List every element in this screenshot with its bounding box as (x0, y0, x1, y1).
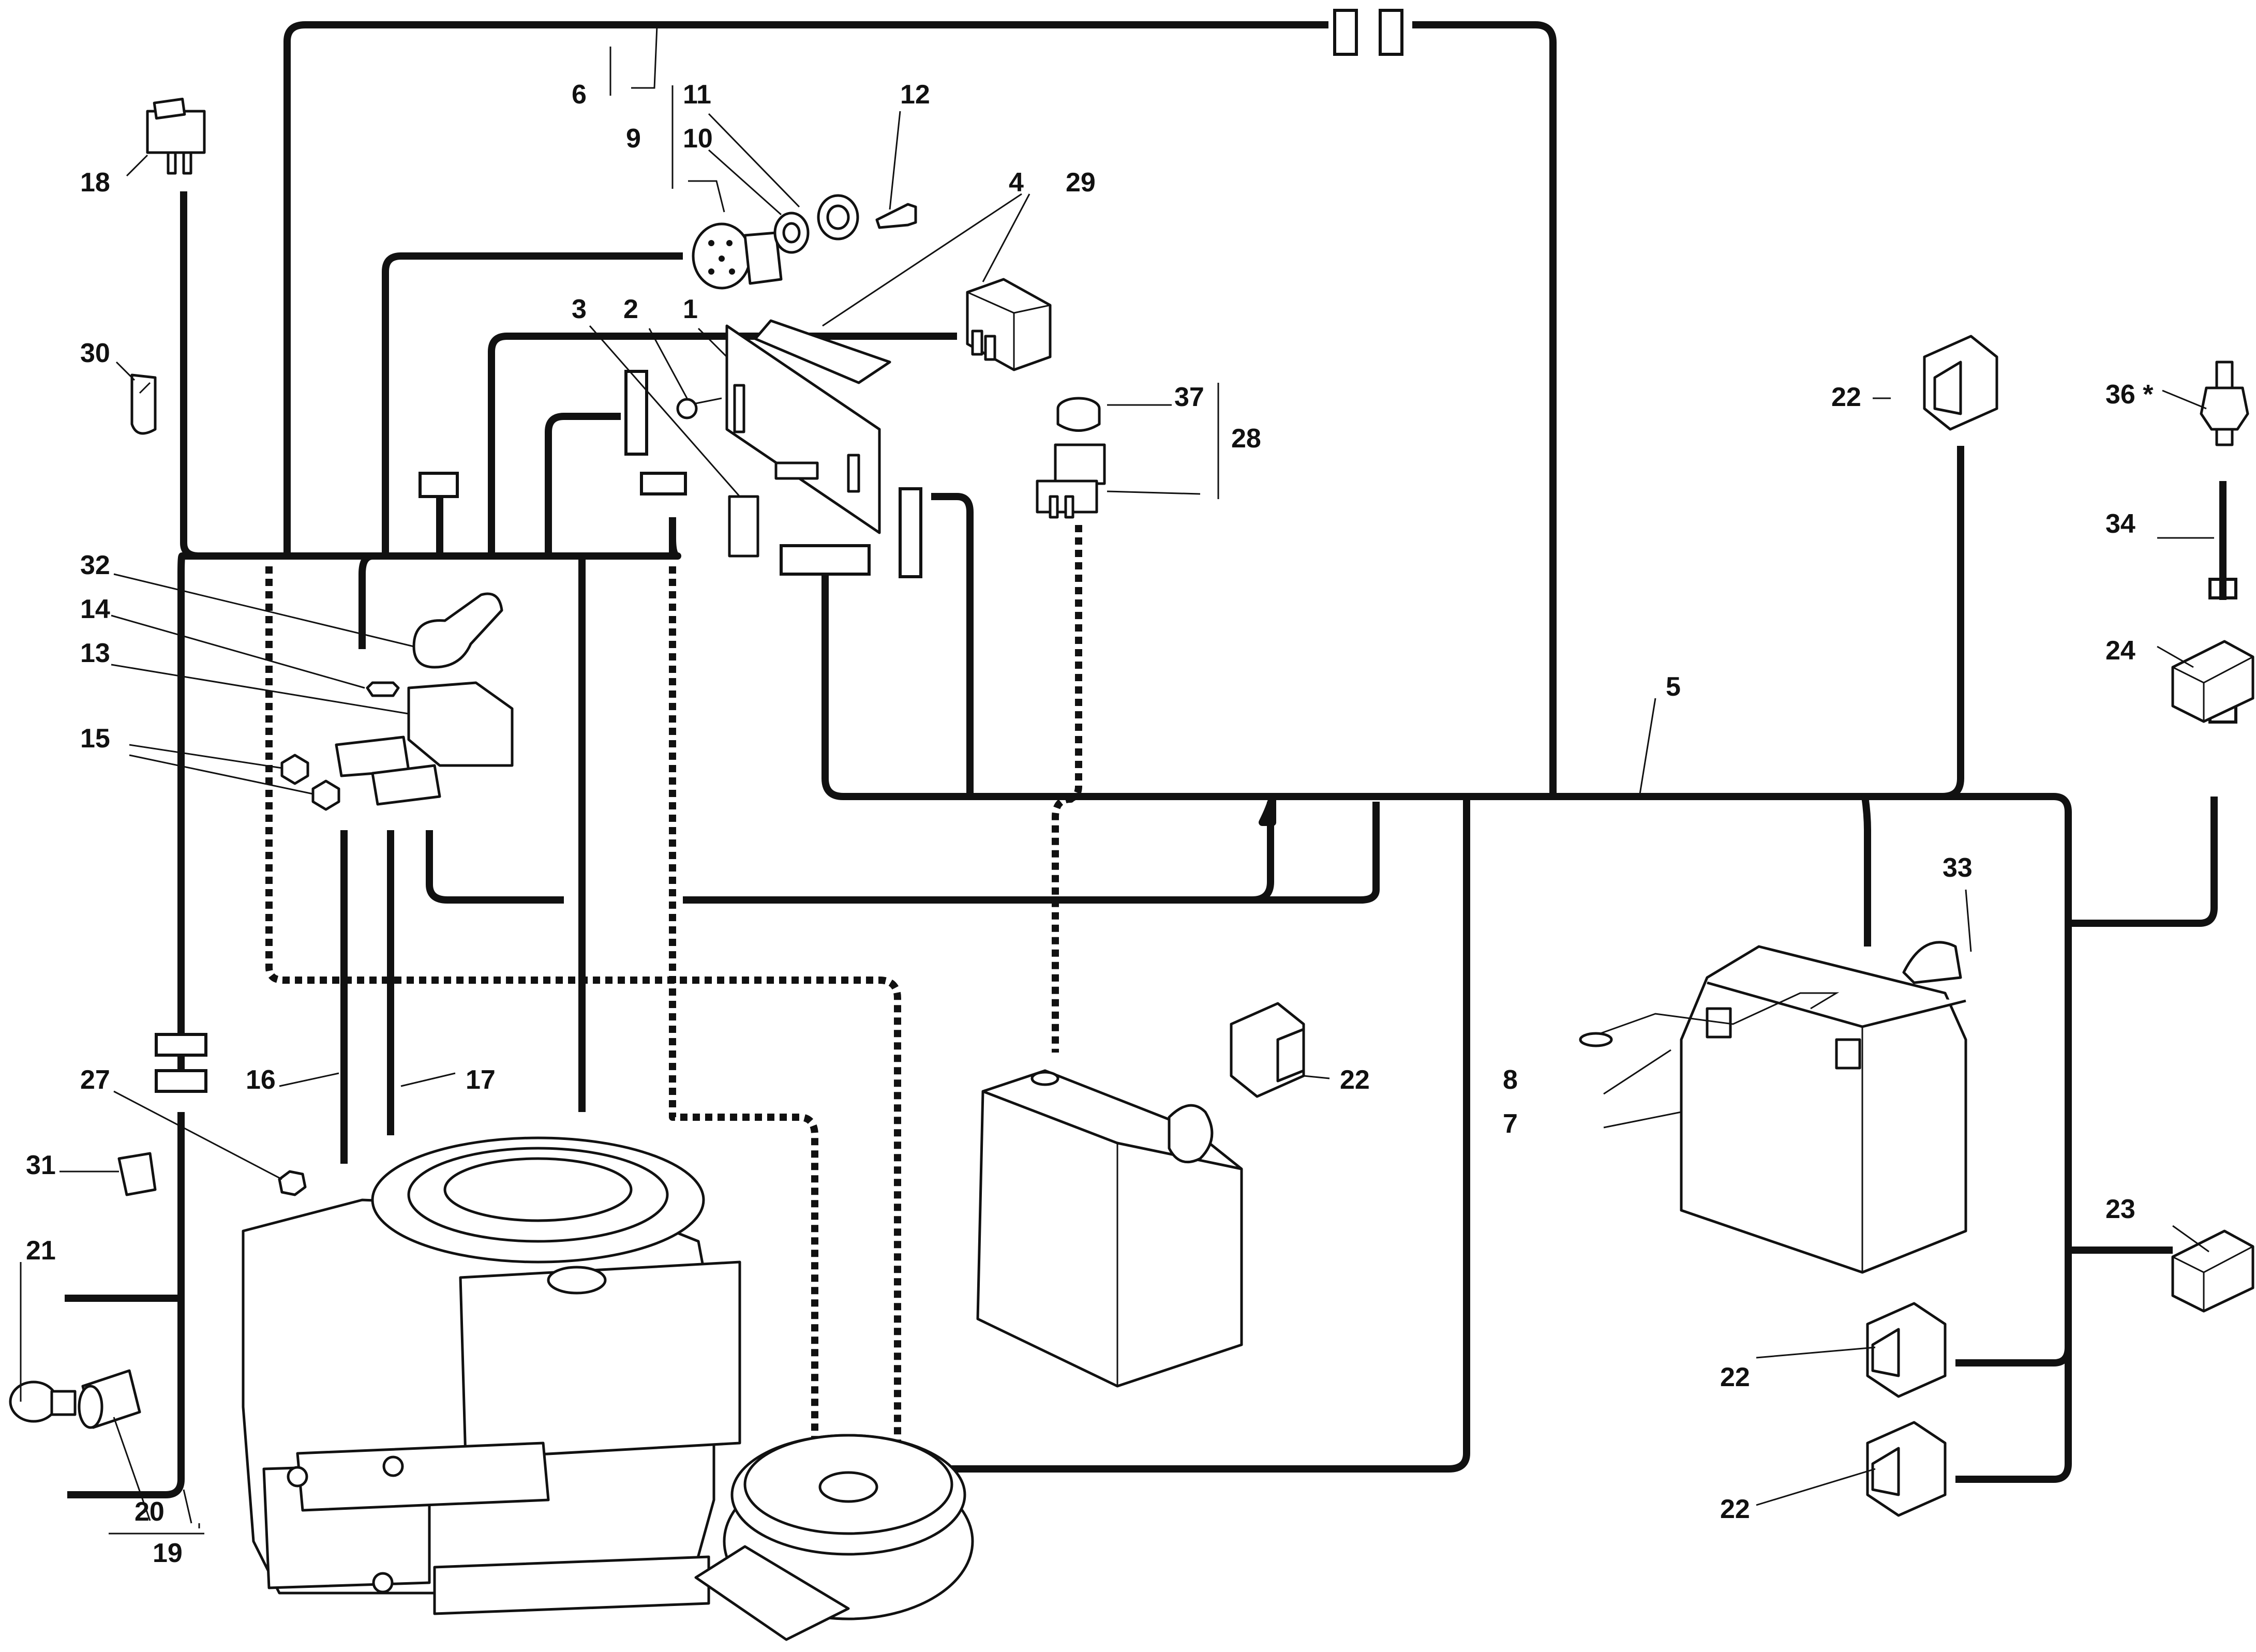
callout-24: 24 (2105, 636, 2135, 666)
ignition-switch (692, 194, 917, 290)
callout-11: 11 (683, 80, 711, 110)
callout-14: 14 (80, 594, 110, 624)
callout-22-lower-a: 22 (1720, 1362, 1750, 1392)
engine (242, 1136, 741, 1615)
callout-9: 9 (626, 124, 641, 154)
callout-29: 29 (1066, 168, 1096, 198)
callout-20: 20 (135, 1497, 165, 1527)
callout-18: 18 (80, 168, 110, 198)
callout-36: 36 * (2105, 380, 2154, 410)
control-board-1 (725, 319, 891, 534)
callout-15: 15 (80, 724, 110, 754)
sensor-36 (2200, 361, 2249, 446)
fuse-3 (728, 495, 759, 558)
callout-22-top: 22 (1831, 382, 1861, 412)
fuel-tank (976, 1069, 1243, 1388)
nuts-15 (280, 754, 340, 811)
clip-31 (117, 1152, 157, 1196)
callout-6: 6 (572, 80, 587, 110)
relay-24 (2171, 640, 2254, 723)
callout-4: 4 (1009, 168, 1024, 198)
callout-37: 37 (1174, 382, 1204, 412)
connectors (155, 9, 2237, 1093)
battery-7 (1680, 941, 1967, 1274)
lamp-holder-20 (78, 1369, 141, 1429)
switch-22-lower-a (1866, 1302, 1947, 1398)
callout-34: 34 (2105, 509, 2135, 539)
callout-28: 28 (1231, 424, 1261, 454)
relay-23 (2171, 1229, 2254, 1313)
rocker-switch-18 (146, 97, 206, 175)
clip-30 (130, 373, 157, 435)
bulb-21 (9, 1380, 77, 1423)
callout-2: 2 (623, 294, 638, 324)
callout-8: 8 (1503, 1065, 1518, 1095)
callout-32: 32 (80, 550, 110, 580)
callout-21: 21 (26, 1236, 56, 1266)
relay-29 (966, 278, 1052, 371)
callout-10: 10 (683, 124, 713, 154)
callout-13: 13 (80, 638, 110, 668)
leader-lines (20, 25, 2214, 1535)
callout-5: 5 (1666, 672, 1681, 702)
switch-22-lower-b (1866, 1421, 1947, 1517)
callout-22-middle: 22 (1340, 1065, 1370, 1095)
callout-labels: 1 2 3 4 5 6 7 8 9 10 11 12 13 14 15 16 1… (26, 80, 2154, 1568)
pto-clutch (694, 1434, 974, 1641)
callout-23: 23 (2105, 1194, 2135, 1224)
nut-27 (278, 1170, 307, 1196)
callout-31: 31 (26, 1150, 56, 1180)
callout-1: 1 (683, 294, 698, 324)
dashed-wires (265, 525, 1082, 1443)
callout-30: 30 (80, 338, 110, 368)
callout-16: 16 (246, 1065, 276, 1095)
screw-2 (676, 397, 722, 419)
callout-19: 19 (153, 1538, 183, 1568)
solenoid-13 (335, 592, 514, 806)
push-button-28 (1036, 397, 1106, 519)
main-harness (65, 21, 2218, 1498)
callout-12: 12 (900, 80, 930, 110)
callout-3: 3 (572, 294, 587, 324)
callout-33: 33 (1943, 853, 1973, 883)
battery-strap-8 (1579, 992, 1840, 1047)
callout-27: 27 (80, 1065, 110, 1095)
switch-22-top (1923, 335, 1998, 431)
callout-17: 17 (466, 1065, 496, 1095)
callout-22-lower-b: 22 (1720, 1494, 1750, 1524)
callout-7: 7 (1503, 1109, 1518, 1139)
switch-22-middle (1230, 1002, 1305, 1098)
